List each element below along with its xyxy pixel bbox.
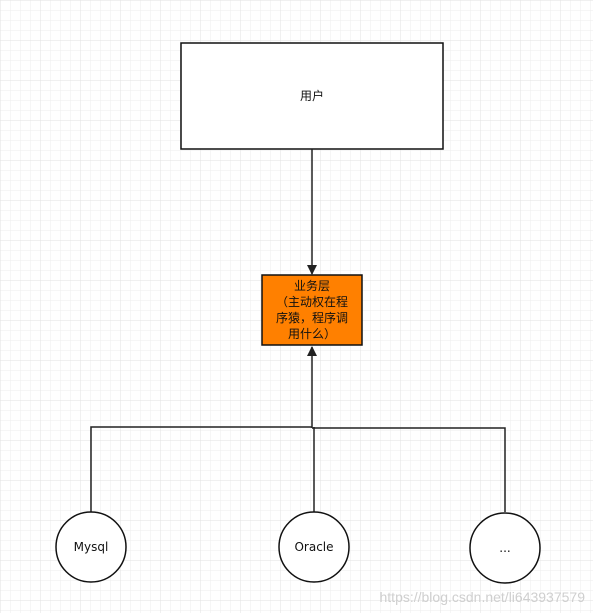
other-db-circle[interactable]	[469, 512, 541, 584]
business-layer-title: 业务层	[294, 278, 330, 293]
user-label: 用户	[300, 88, 324, 103]
business-layer-node[interactable]: 业务层 （主动权在程 序猿，程序调 用什么）	[261, 274, 363, 346]
other-db-node[interactable]: ...	[469, 512, 541, 584]
oracle-node[interactable]: Oracle	[278, 511, 350, 583]
other-db-label: ...	[499, 541, 510, 555]
mysql-node[interactable]: Mysql	[55, 511, 127, 583]
user-box[interactable]	[180, 42, 444, 150]
mysql-circle[interactable]	[55, 511, 127, 583]
mysql-connector	[90, 426, 312, 513]
business-layer-line2: （主动权在程	[276, 294, 348, 309]
other-db-connector	[312, 427, 506, 512]
business-layer-box[interactable]	[261, 274, 363, 346]
user-node[interactable]: 用户	[180, 42, 444, 150]
business-layer-line4: 用什么）	[288, 327, 336, 341]
mysql-label: Mysql	[74, 540, 109, 554]
watermark-text: https://blog.csdn.net/li643937579	[380, 589, 586, 605]
oracle-label: Oracle	[294, 540, 333, 554]
oracle-circle[interactable]	[278, 511, 350, 583]
business-layer-line3: 序猿，程序调	[276, 310, 348, 325]
